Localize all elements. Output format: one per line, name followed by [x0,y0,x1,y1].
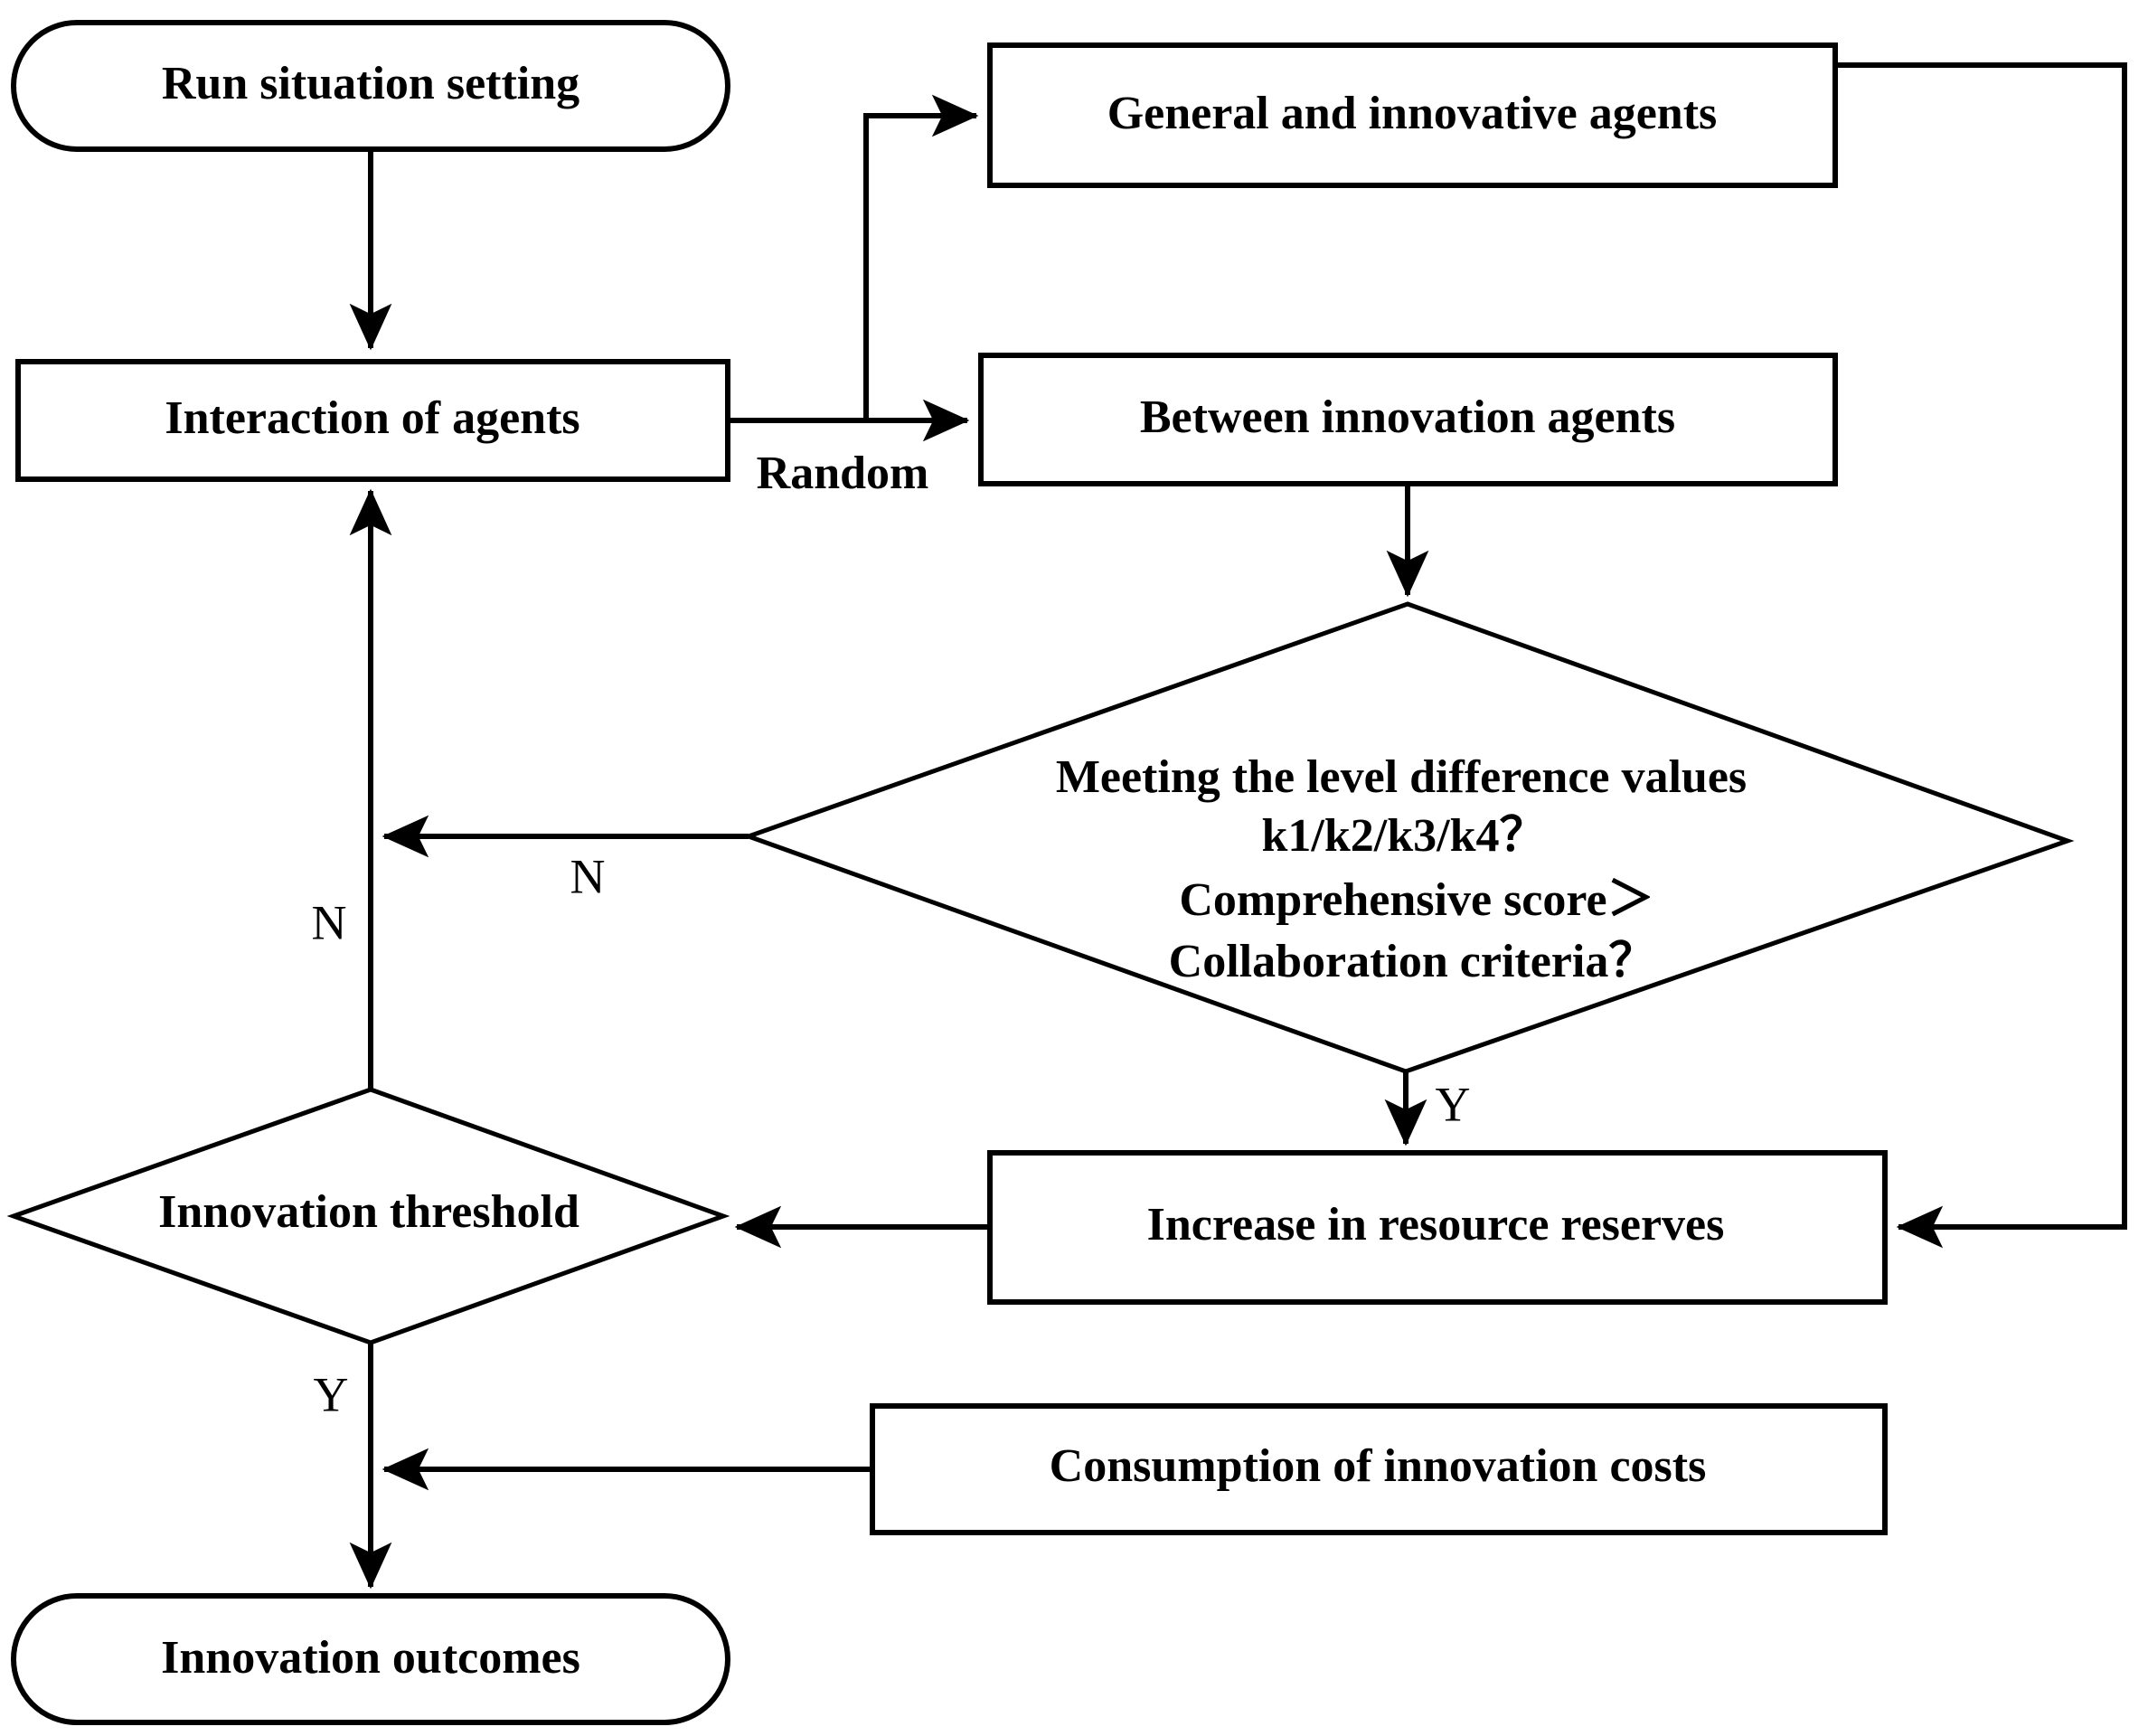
node-threshold-label: Innovation threshold [158,1186,579,1238]
node-general-agents-label: General and innovative agents [1107,88,1718,139]
node-outcomes-label: Innovation outcomes [161,1632,580,1684]
node-outcomes-shape [11,1593,730,1725]
edge-label-decision-yes: Y [1436,1077,1471,1131]
node-between-agents-shape [978,353,1838,486]
edge-label-threshold-no: N [312,895,347,949]
node-resource-label: Increase in resource reserves [1147,1199,1725,1250]
node-start-shape [11,20,730,152]
edge-junction-to-general-agents [863,94,979,420]
node-interaction-label: Interaction of agents [165,392,579,444]
node-threshold-shape [6,1087,730,1345]
node-general-agents-shape [987,42,1838,188]
edge-general-agents-return-to-resource [1835,62,2127,1249]
node-costs-shape [870,1403,1888,1535]
edge-label-decision-no: N [570,849,606,903]
node-decision-main-line3: Comprehensive score＞ [1179,874,1653,926]
node-between-agents-label: Between innovation agents [1140,392,1675,443]
node-decision-main-line2: k1/k2/k3/k4？ [1261,810,1546,862]
node-interaction-shape [15,359,730,482]
node-resource-shape [987,1150,1888,1305]
node-decision-main-line1: Meeting the level difference values [1056,751,1747,803]
node-costs-label: Consumption of innovation costs [1050,1440,1707,1492]
edge-label-threshold-yes: Y [314,1367,349,1421]
node-decision-main-shape [741,601,2075,1074]
edge-label-random: Random [757,448,929,499]
node-decision-main-line4: Collaboration criteria？ [1169,936,1656,987]
node-start-label: Run situation setting [162,58,579,109]
